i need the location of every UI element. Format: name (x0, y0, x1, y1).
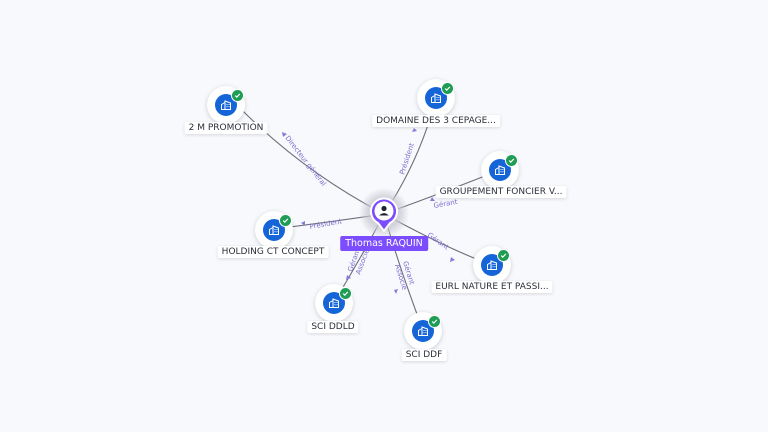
relation-label-holding-ct-concept: Président (309, 217, 343, 231)
company-label-holding-ct-concept[interactable]: HOLDING CT CONCEPT (217, 246, 329, 258)
person-icon (370, 197, 398, 232)
company-node-eurl-nature-passion[interactable] (473, 246, 511, 284)
company-label-sci-ddf[interactable]: SCI DDF (401, 349, 447, 361)
arrow-sci-ddld (346, 275, 351, 280)
check-badge-icon (339, 287, 352, 300)
company-label-2m-promotion[interactable]: 2 M PROMOTION (184, 122, 268, 134)
company-label-sci-ddld[interactable]: SCI DDLD (307, 321, 359, 333)
check-badge-icon (505, 154, 518, 167)
check-badge-icon (231, 89, 244, 102)
arrow-sci-ddf (394, 289, 398, 294)
person-label-center[interactable]: Thomas RAQUIN (340, 236, 428, 251)
arrow-2m-promotion (282, 132, 287, 137)
company-node-groupement-foncier[interactable] (481, 151, 519, 189)
arrow-domaine-3-cepages (412, 128, 417, 132)
company-node-holding-ct-concept[interactable] (255, 211, 293, 249)
company-node-2m-promotion[interactable] (207, 86, 245, 124)
company-label-domaine-3-cepages[interactable]: DOMAINE DES 3 CEPAGE... (372, 115, 500, 127)
check-badge-icon (428, 315, 441, 328)
company-node-sci-ddf[interactable] (404, 312, 442, 350)
company-label-eurl-nature-passion[interactable]: EURL NATURE ET PASSI... (431, 281, 553, 293)
person-node-center[interactable] (359, 188, 409, 238)
relation-label-domaine-3-cepages: Président (398, 142, 416, 176)
relation-label-groupement-foncier: Gérant (433, 198, 458, 210)
company-node-domaine-3-cepages[interactable] (417, 79, 455, 117)
check-badge-icon (497, 249, 510, 262)
arrow-groupement-foncier (430, 197, 435, 201)
arrow-holding-ct-concept (301, 221, 305, 226)
company-label-groupement-foncier[interactable]: GROUPEMENT FONCIER V... (435, 186, 567, 198)
relation-label-2m-promotion: Directeur général (283, 134, 327, 187)
arrow-eurl-nature-passion (450, 257, 455, 262)
check-badge-icon (441, 82, 454, 95)
relation-label-eurl-nature-passion: Gérant (426, 231, 451, 252)
company-node-sci-ddld[interactable] (315, 284, 353, 322)
check-badge-icon (279, 214, 292, 227)
